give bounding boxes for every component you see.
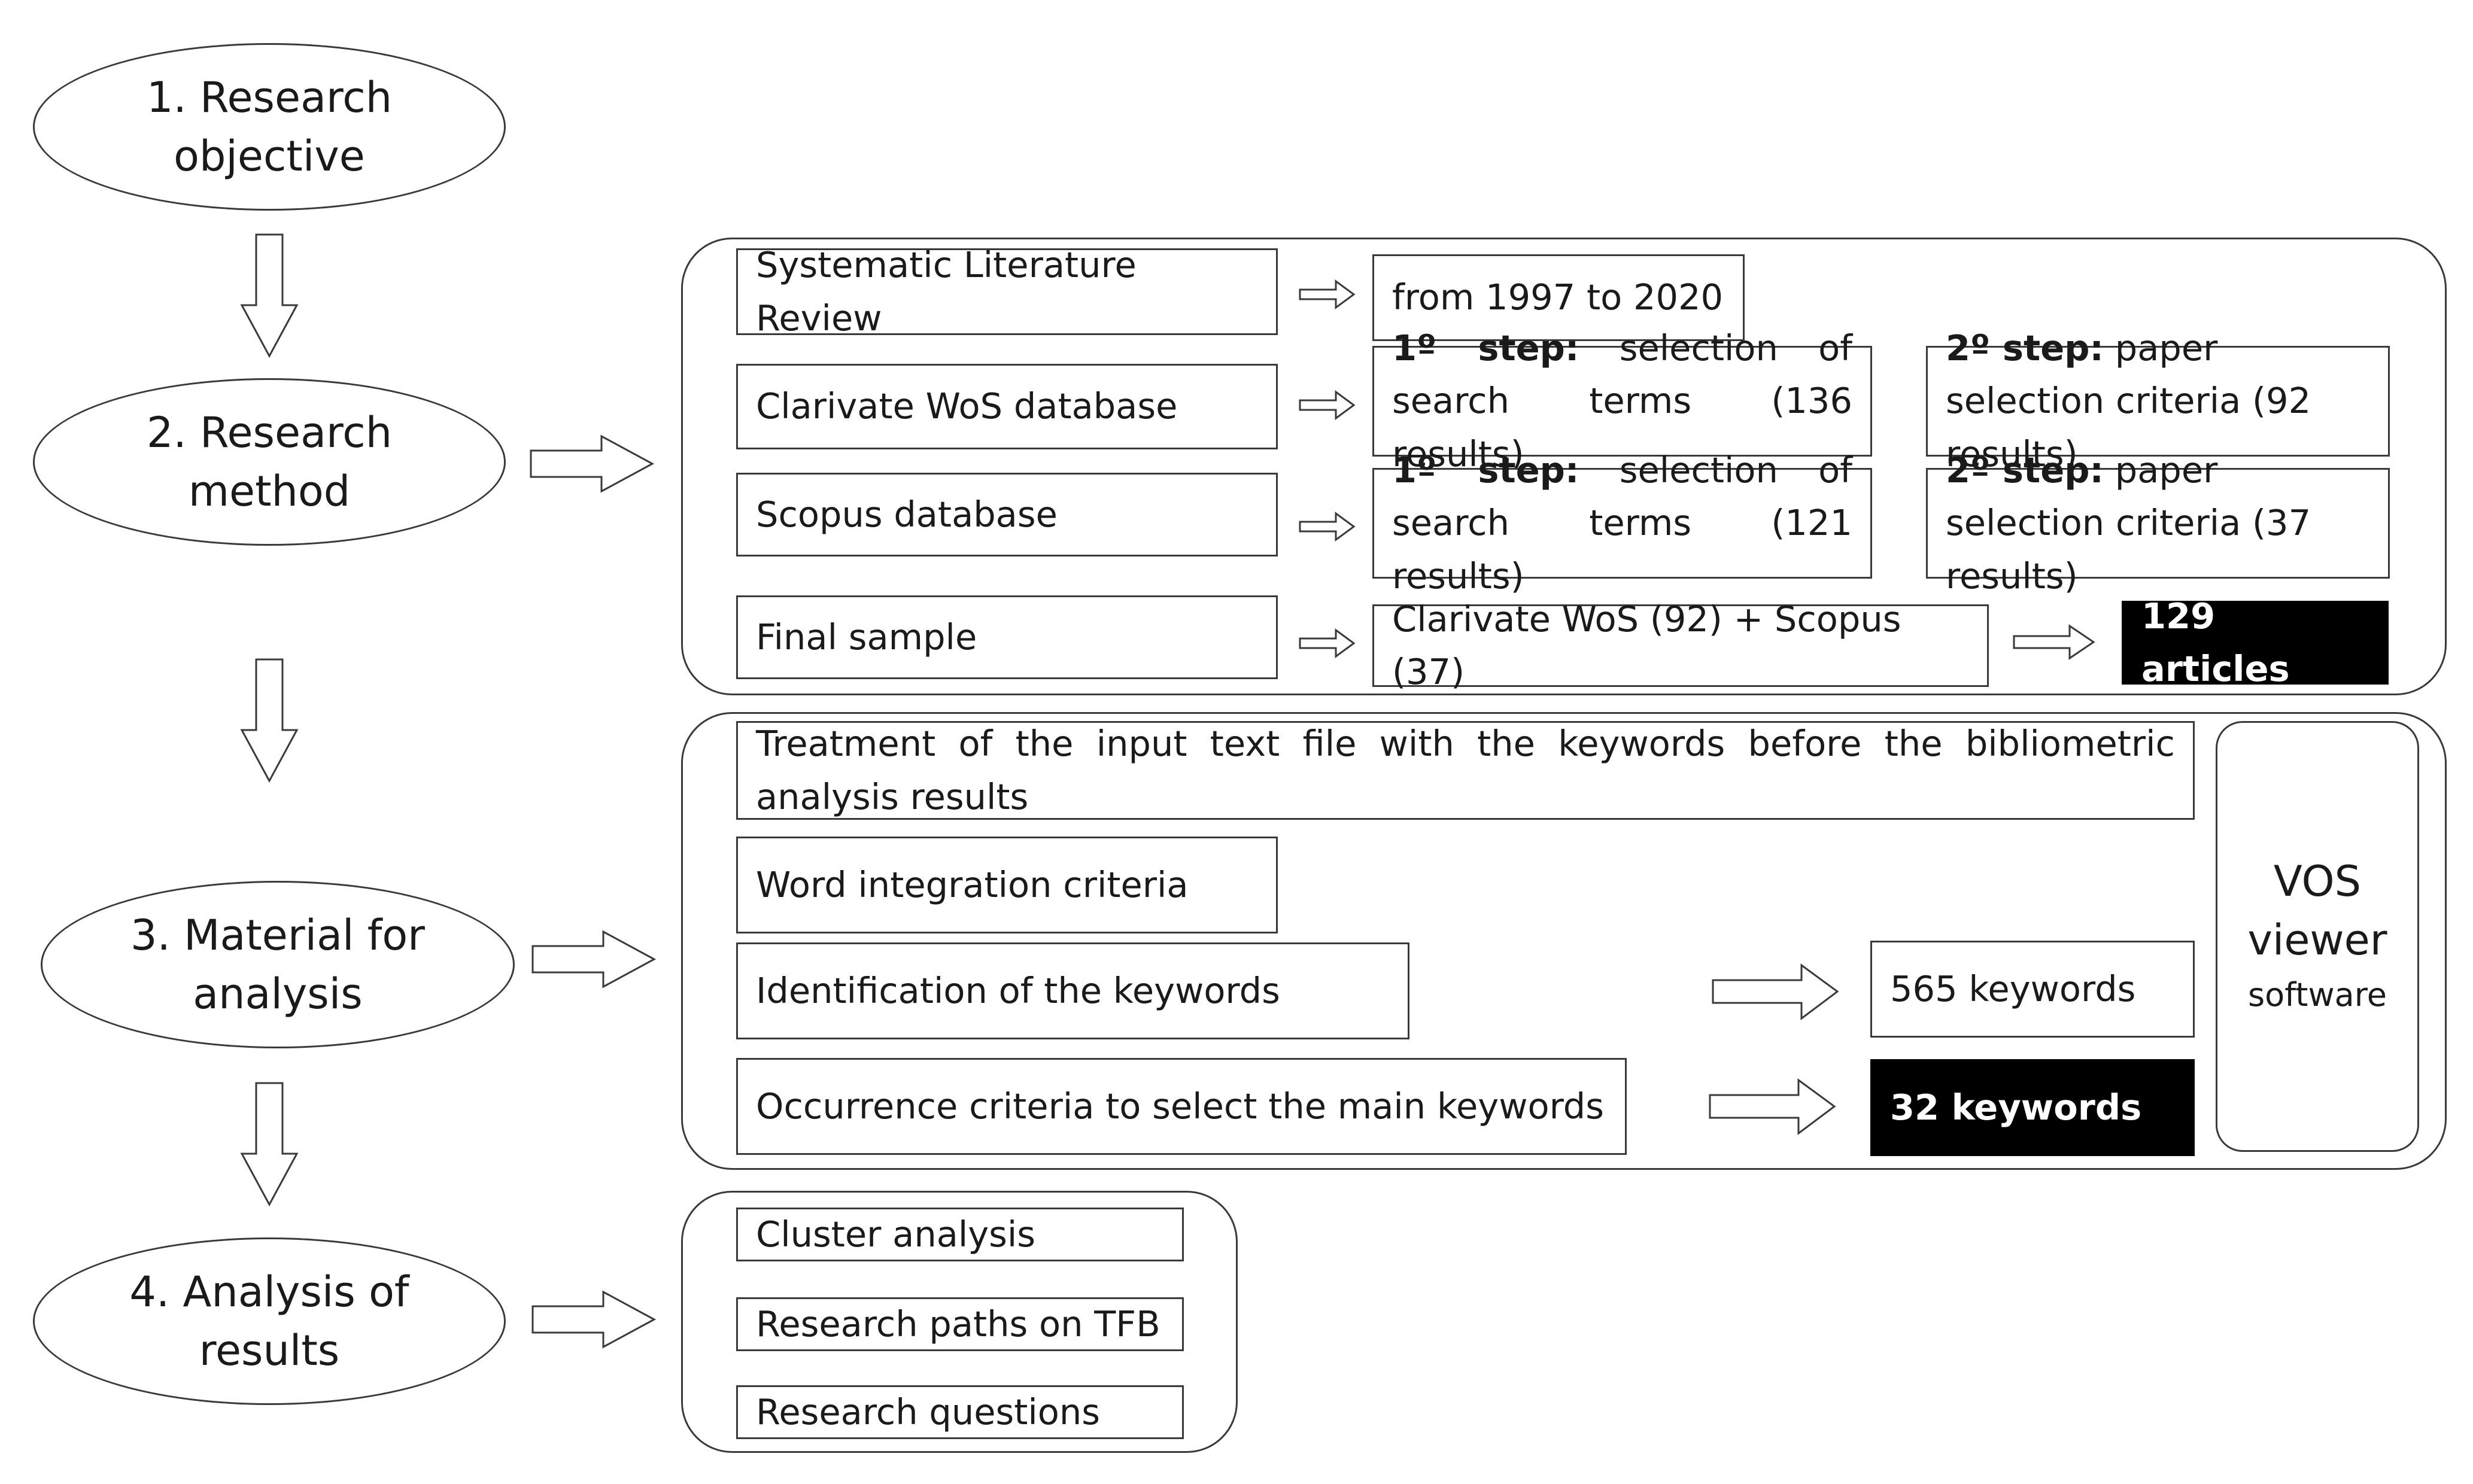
arrow-slr-to-years <box>1299 279 1356 309</box>
stage-3-line2: analysis <box>193 969 363 1018</box>
final-sample-box: Final sample <box>736 595 1278 679</box>
identification-label: Identification of the keywords <box>756 969 1280 1011</box>
research-paths-box: Research paths on TFB <box>736 1297 1184 1351</box>
slr-box: Systematic Literature Review <box>736 244 1278 339</box>
scopus-database-box: Scopus database <box>736 473 1278 556</box>
scopus-step1-bold: 1º step: <box>1392 449 1579 491</box>
wos-step1-desc: selection of search terms (136 results) <box>1392 327 1852 475</box>
research-questions-label: Research questions <box>756 1391 1101 1433</box>
scopus-step1-text: 1º step: selection of search terms (121 … <box>1392 444 1852 603</box>
arrow-combo-to-articles <box>2013 624 2095 660</box>
stage-1-line1: 1. Research <box>146 73 393 122</box>
right-arrow-method <box>530 434 655 493</box>
scopus-step1-box: 1º step: selection of search terms (121 … <box>1372 449 1872 597</box>
vos-viewer-box: VOS viewer software <box>2216 721 2419 1152</box>
wos-database-box: Clarivate WoS database <box>736 364 1278 449</box>
down-arrow-3 <box>240 1082 299 1207</box>
stage-research-objective: 1. Research objective <box>33 43 506 211</box>
down-arrow-1 <box>240 233 299 358</box>
right-arrow-material <box>531 930 657 989</box>
stage-2-line1: 2. Research <box>146 408 393 457</box>
keywords-all-box: 565 keywords <box>1870 941 2195 1038</box>
keywords-all-label: 565 keywords <box>1890 968 2136 1009</box>
identification-box: Identification of the keywords <box>736 942 1409 1039</box>
final-articles-label: 129 articles <box>2141 595 2290 690</box>
occurrence-label: Occurrence criteria to select the main k… <box>756 1085 1604 1127</box>
cluster-analysis-box: Cluster analysis <box>736 1208 1184 1261</box>
integration-box: Word integration criteria <box>736 837 1278 933</box>
scopus-step2-text: 2º step: paper selection criteria (37 re… <box>1946 444 2370 603</box>
years-box: from 1997 to 2020 <box>1372 254 1745 341</box>
years-label: from 1997 to 2020 <box>1392 276 1724 318</box>
final-combination-box: Clarivate WoS (92) + Scopus (37) <box>1372 598 1989 692</box>
scopus-step2-bold: 2º step: <box>1946 449 2104 491</box>
slr-label: Systematic Literature Review <box>756 244 1137 339</box>
wos-step1-bold: 1º step: <box>1392 327 1579 369</box>
wos-step1-text: 1º step: selection of search terms (136 … <box>1392 322 1852 481</box>
stage-3-line1: 3. Material for <box>130 911 425 960</box>
research-questions-box: Research questions <box>736 1385 1184 1439</box>
vos-line3: software <box>2248 975 2387 1014</box>
final-sample-label: Final sample <box>756 616 977 658</box>
stage-research-method: 2. Research method <box>33 378 506 546</box>
cluster-analysis-label: Cluster analysis <box>756 1213 1036 1255</box>
wos-step1-box: 1º step: selection of search terms (136 … <box>1372 327 1872 475</box>
scopus-step1-desc: selection of search terms (121 results) <box>1392 449 1852 597</box>
wos-step2-box: 2º step: paper selection criteria (92 re… <box>1926 327 2390 475</box>
keywords-main-label: 32 keywords <box>1890 1086 2142 1128</box>
arrow-wos-to-step1 <box>1299 390 1356 420</box>
keywords-main-box: 32 keywords <box>1870 1059 2195 1156</box>
wos-step2-desc: paper selection criteria (92 results) <box>1946 327 2311 475</box>
stage-4-line1: 4. Analysis of <box>129 1267 409 1316</box>
stage-material-for-analysis: 3. Material for analysis <box>41 881 515 1048</box>
wos-step2-bold: 2º step: <box>1946 327 2104 369</box>
integration-label: Word integration criteria <box>756 863 1189 905</box>
scopus-step2-box: 2º step: paper selection criteria (37 re… <box>1926 449 2390 597</box>
research-paths-label: Research paths on TFB <box>756 1303 1160 1345</box>
treatment-label: Treatment of the input text file with th… <box>756 723 2175 817</box>
right-arrow-results <box>531 1290 657 1349</box>
final-combination-label: Clarivate WoS (92) + Scopus (37) <box>1392 598 1901 693</box>
stage-1-line2: objective <box>174 132 365 181</box>
scopus-step2-desc: paper selection criteria (37 results) <box>1946 449 2311 597</box>
arrow-scopus-to-step1 <box>1299 512 1356 542</box>
stage-2-line2: method <box>188 467 351 516</box>
vos-line1: VOS <box>2273 856 2362 906</box>
scopus-label: Scopus database <box>756 493 1058 535</box>
stage-4-line2: results <box>199 1326 340 1375</box>
wos-step2-text: 2º step: paper selection criteria (92 re… <box>1946 322 2370 481</box>
occurrence-box: Occurrence criteria to select the main k… <box>736 1058 1627 1155</box>
arrow-final-to-combo <box>1299 628 1356 658</box>
wos-label: Clarivate WoS database <box>756 385 1178 427</box>
stage-analysis-of-results: 4. Analysis of results <box>33 1237 506 1405</box>
vos-line2: viewer <box>2247 915 2387 965</box>
down-arrow-2 <box>240 658 299 783</box>
arrow-occurrence-to-main-keywords <box>1709 1078 1836 1135</box>
treatment-box: Treatment of the input text file with th… <box>736 721 2195 820</box>
final-articles-box: 129 articles <box>2122 595 2389 689</box>
arrow-identification-to-keywords <box>1712 963 1839 1020</box>
